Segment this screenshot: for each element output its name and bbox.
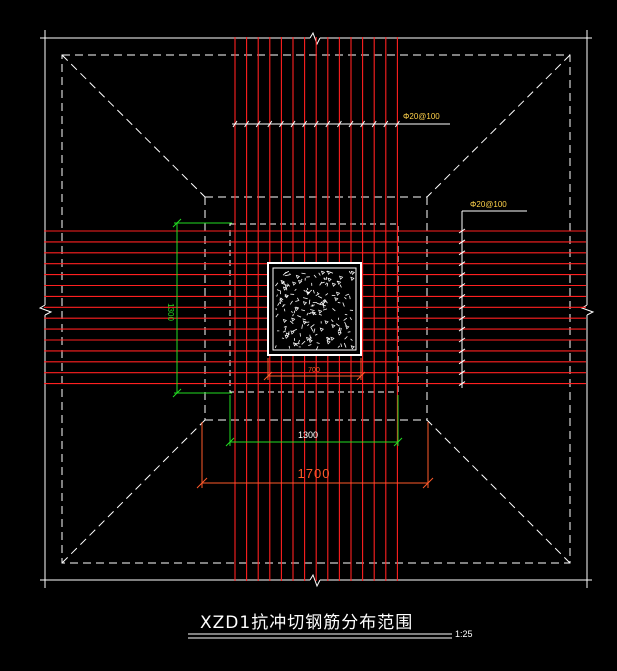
vertical-rebar-leader bbox=[232, 120, 450, 128]
dimension-cap-width bbox=[196, 422, 434, 489]
dimension-zone-width bbox=[225, 395, 403, 447]
horizontal-rebar-spec-label: Φ20@100 bbox=[470, 200, 507, 209]
dimension-zone-width-label: 1300 bbox=[298, 430, 318, 440]
horizontal-rebar-leader bbox=[458, 210, 527, 388]
dimension-cap-width-label: 1700 bbox=[298, 466, 331, 481]
column-hatch bbox=[274, 270, 356, 351]
outer-boundary bbox=[38, 30, 595, 588]
dimension-column-width bbox=[263, 358, 366, 381]
drawing-title: XZD1抗冲切钢筋分布范围 bbox=[200, 613, 414, 633]
title-underline bbox=[188, 633, 452, 639]
dimension-column-height-label: 1300 bbox=[166, 303, 175, 321]
dimension-column-height bbox=[172, 218, 232, 398]
dimension-column-width-label: 700 bbox=[308, 367, 320, 374]
column-section bbox=[267, 262, 362, 356]
drawing-scale: 1:25 bbox=[455, 629, 473, 639]
vertical-rebar-spec-label: Φ20@100 bbox=[403, 112, 440, 121]
punching-zone-outline bbox=[229, 223, 399, 393]
